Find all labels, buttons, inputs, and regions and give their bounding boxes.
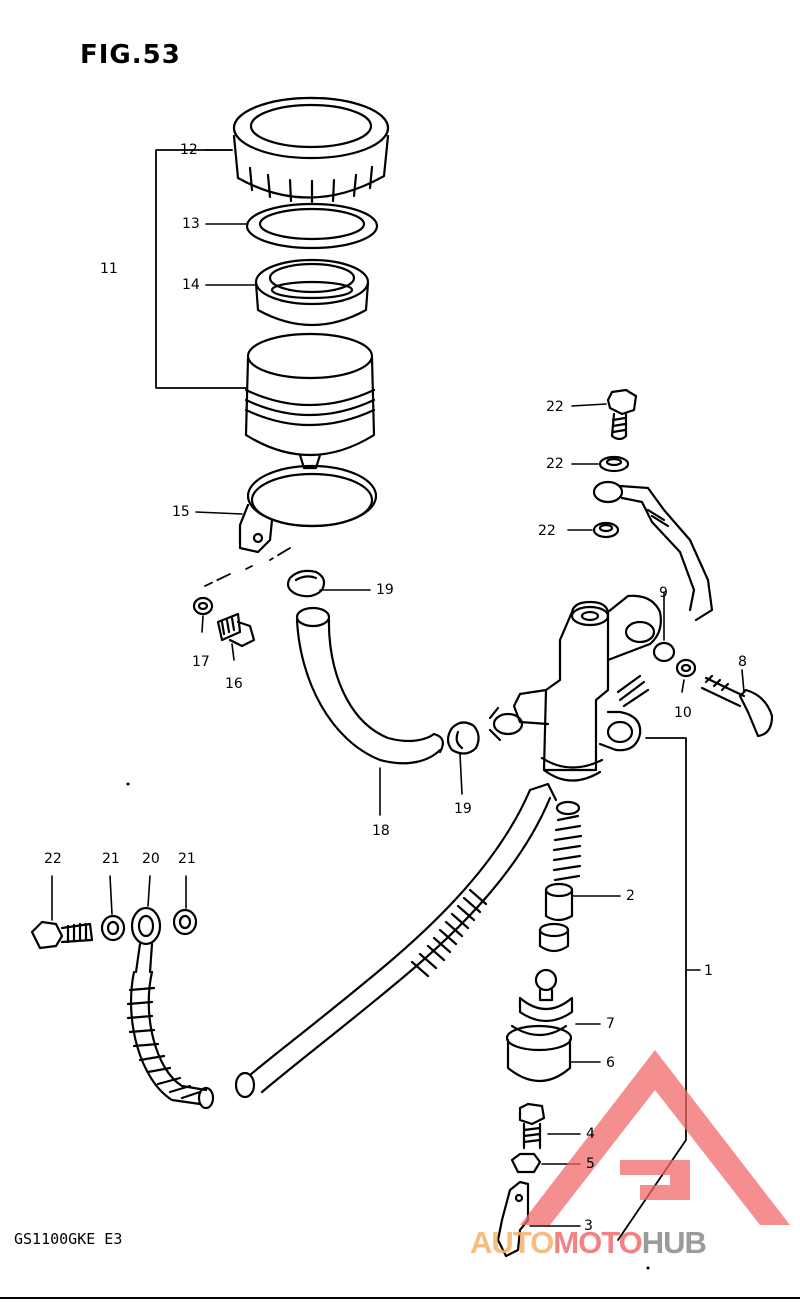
callout-16: 16 bbox=[225, 676, 243, 692]
model-code: GS1100GKE E3 bbox=[14, 1230, 123, 1248]
watermark-auto: AUTO bbox=[470, 1225, 554, 1260]
bolt-part-16 bbox=[216, 612, 256, 648]
callout-8: 8 bbox=[738, 654, 747, 670]
washer-part-9 bbox=[652, 641, 676, 663]
washer-part-22-lower-left bbox=[100, 914, 126, 942]
hose-clip-part-19-upper bbox=[286, 569, 326, 598]
callout-13: 13 bbox=[182, 216, 200, 232]
watermark-moto: MOTO bbox=[553, 1225, 642, 1260]
assembly-line bbox=[204, 547, 291, 587]
hose-clip-part-19-lower bbox=[446, 721, 480, 755]
callout-18: 18 bbox=[372, 823, 390, 839]
washer-part-22-upper bbox=[598, 455, 630, 473]
callout-17: 17 bbox=[192, 654, 210, 670]
callout-11: 11 bbox=[100, 261, 118, 277]
bottom-border bbox=[0, 1297, 800, 1299]
diaphragm-plate-part-13 bbox=[245, 202, 379, 250]
bolt-part-21-upper bbox=[606, 388, 638, 441]
bolt-part-21-lower bbox=[30, 920, 94, 950]
watermark-hub: HUB bbox=[641, 1225, 707, 1260]
callout-7: 7 bbox=[606, 1016, 615, 1032]
master-cylinder-part-1 bbox=[488, 594, 662, 782]
brake-hose-part-20 bbox=[126, 906, 215, 1110]
leader-lines bbox=[51, 149, 745, 1227]
figure-title: FIG.53 bbox=[80, 40, 181, 70]
boot-part-6 bbox=[505, 1024, 573, 1082]
nut-part-5 bbox=[510, 1152, 542, 1174]
clevis-part-3 bbox=[496, 1180, 530, 1258]
washer-part-22-middle bbox=[592, 521, 620, 539]
callout-22-lower-right: 21 bbox=[178, 851, 196, 867]
reservoir-tank-part-11 bbox=[244, 332, 376, 470]
banjo-bolt-part-8 bbox=[700, 674, 774, 738]
washer-part-10 bbox=[675, 658, 697, 678]
washer-part-17 bbox=[192, 596, 214, 616]
callout-1: 1 bbox=[704, 963, 713, 979]
reservoir-cap-part-12 bbox=[232, 96, 390, 204]
diaphragm-part-14 bbox=[254, 258, 370, 326]
clamp-band-part-15 bbox=[238, 464, 378, 554]
callout-15: 15 bbox=[172, 504, 190, 520]
watermark-text: AUTOMOTOHUB bbox=[470, 1225, 707, 1261]
callout-5: 5 bbox=[586, 1156, 595, 1172]
callout-9: 9 bbox=[659, 585, 668, 601]
callout-14: 14 bbox=[182, 277, 200, 293]
callout-6: 6 bbox=[606, 1055, 615, 1071]
push-rod-cup-part-7 bbox=[518, 968, 574, 1023]
washer-part-22-lower-right bbox=[172, 908, 198, 936]
reservoir-hose-part-18 bbox=[295, 606, 445, 765]
piston-spring-part-2 bbox=[538, 800, 583, 953]
callout-4: 4 bbox=[586, 1126, 595, 1142]
callout-19-upper: 19 bbox=[376, 582, 394, 598]
callout-21-lower: 22 bbox=[44, 851, 62, 867]
push-rod-part-4 bbox=[518, 1102, 546, 1150]
callout-19-lower: 19 bbox=[454, 801, 472, 817]
callout-3: 3 bbox=[584, 1218, 593, 1234]
upper-brake-hose bbox=[592, 480, 714, 622]
callout-20: 20 bbox=[142, 851, 160, 867]
callout-12: 12 bbox=[180, 142, 198, 158]
callout-22-lower-left: 21 bbox=[102, 851, 120, 867]
callout-21-upper: 22 bbox=[546, 399, 564, 415]
watermark-logo bbox=[520, 1050, 790, 1225]
brake-hose-main bbox=[234, 782, 558, 1099]
callout-2: 2 bbox=[626, 888, 635, 904]
callout-22-upper: 22 bbox=[546, 456, 564, 472]
bracket-11 bbox=[155, 149, 247, 389]
callout-22-middle: 22 bbox=[538, 523, 556, 539]
callout-10: 10 bbox=[674, 705, 692, 721]
